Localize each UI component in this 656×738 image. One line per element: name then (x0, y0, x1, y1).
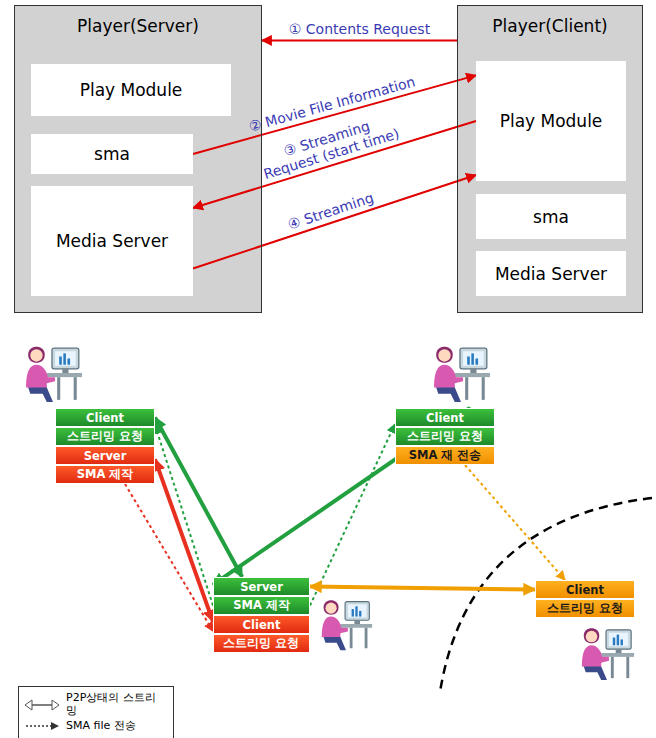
node-label: Server (240, 580, 283, 594)
edge-label: ① Contents Request (289, 21, 430, 37)
role-bar: Client (55, 408, 155, 427)
panel-ground (14, 5, 262, 313)
user-icon (434, 347, 490, 402)
role-bar: SMA 재 전송 (395, 446, 495, 465)
legend-row: P2P상태의 스트리밍 (24, 692, 168, 717)
node-label: Server (84, 449, 127, 463)
module-box: Play Module (31, 64, 231, 116)
sma-transfer-arrow (310, 424, 395, 605)
role-bar: Client (395, 408, 495, 427)
role-bar: 스트리밍 요청 (395, 427, 495, 446)
panel-title: Player(Client) (458, 16, 642, 36)
role-bar: SMA 제작 (55, 465, 155, 484)
node-label: Media Server (495, 264, 607, 284)
node-label: 스트리밍 요청 (407, 429, 483, 444)
node-label: sma (533, 207, 569, 227)
node-label: Client (566, 583, 604, 597)
role-bar: SMA 제작 (213, 596, 310, 615)
player-panel: Player(Server) Play Module smaMedia Server (14, 5, 262, 313)
role-bar: Client (213, 615, 310, 634)
stream-arrow (262, 39, 457, 41)
module-box: sma (476, 194, 626, 239)
user-icon (26, 347, 82, 402)
role-bar: 스트리밍 요청 (535, 599, 635, 618)
node-label: SMA 재 전송 (409, 448, 482, 463)
legend-sample (24, 719, 60, 733)
role-bar: Client (535, 580, 635, 599)
legend-sample (24, 698, 60, 712)
node-label: Client (426, 411, 464, 425)
module-box: Play Module (476, 61, 626, 181)
node-label: SMA 제작 (77, 467, 134, 482)
node-label: Client (243, 618, 281, 632)
network-boundary (440, 498, 652, 692)
user-icon (582, 628, 634, 680)
role-bar: 스트리밍 요청 (213, 634, 310, 653)
legend: P2P상태의 스트리밍 SMA file 전송 (18, 686, 174, 738)
legend-text: P2P상태의 스트리밍 (66, 692, 164, 717)
sma-transfer-arrow (465, 465, 565, 580)
stream-arrow (155, 459, 213, 621)
module-box: sma (31, 134, 193, 174)
stream-arrow (193, 175, 476, 269)
panel-ground (457, 5, 643, 313)
node-label: Client (86, 411, 124, 425)
legend-row: SMA file 전송 (24, 719, 168, 733)
panel-title: Player(Server) (15, 16, 261, 36)
node-label: Play Module (80, 80, 183, 100)
stream-arrow (310, 587, 535, 590)
module-box: Media Server (476, 251, 626, 296)
node-label: sma (94, 144, 130, 164)
module-box: Media Server (31, 186, 193, 296)
edge-label: ④ Streaming (286, 190, 376, 233)
role-bar: 스트리밍 요청 (55, 427, 155, 446)
role-bar: Server (213, 577, 310, 596)
node-label: SMA 제작 (233, 598, 290, 613)
node-label: 스트리밍 요청 (67, 429, 143, 444)
legend-text: SMA file 전송 (66, 720, 164, 733)
sma-transfer-arrow (125, 484, 213, 631)
role-bar: Server (55, 446, 155, 465)
sma-transfer-arrow (155, 425, 213, 605)
player-panel: Player(Client) Play Module smaMedia Server (457, 5, 643, 313)
node-label: Play Module (500, 111, 603, 131)
node-label: Media Server (56, 231, 168, 251)
user-icon (322, 600, 372, 650)
node-label: 스트리밍 요청 (223, 636, 299, 651)
node-label: 스트리밍 요청 (547, 601, 623, 616)
